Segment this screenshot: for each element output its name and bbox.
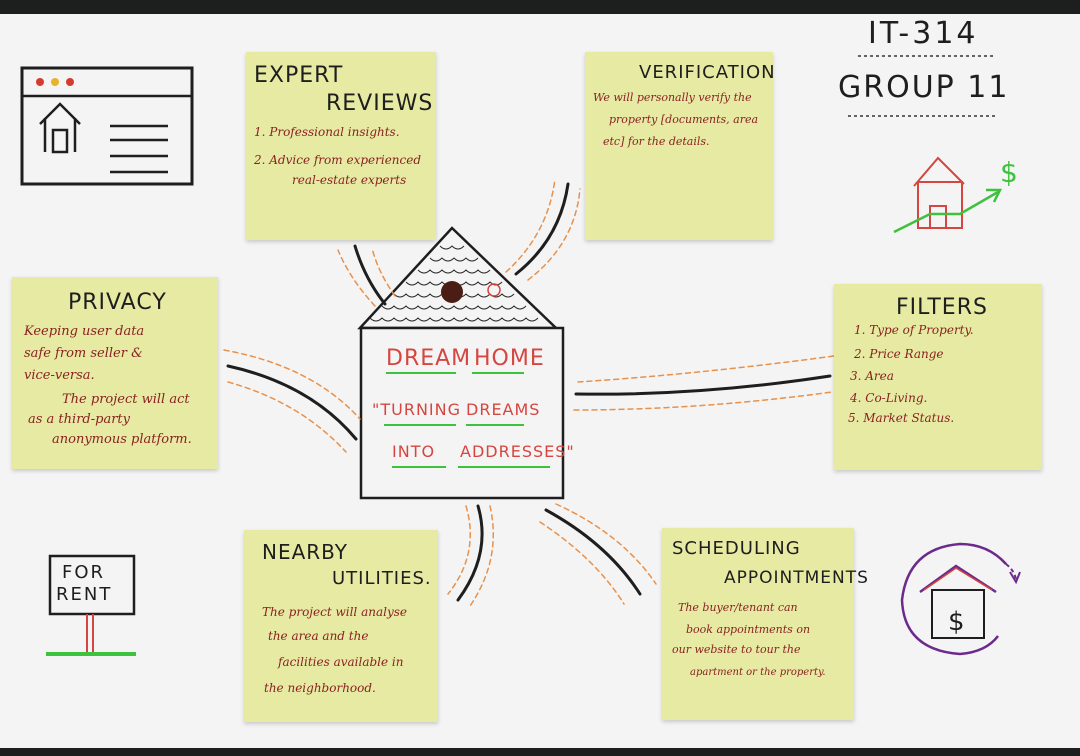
- verification-line: etc] for the details.: [603, 135, 710, 148]
- tagline-line1-b: DREAMS: [466, 400, 541, 419]
- expert-reviews-line: 2. Advice from experienced: [254, 153, 422, 167]
- expert-reviews-title-1: EXPERT: [254, 63, 344, 88]
- scheduling-title-2: APPOINTMENTS: [724, 568, 869, 588]
- expert-reviews-title-2: REVIEWS: [326, 91, 434, 116]
- browser-window-icon: [20, 66, 194, 186]
- scheduling-line: our website to tour the: [672, 643, 801, 656]
- nearby-line: facilities available in: [278, 655, 404, 669]
- house-growth-dollar-icon: $: [893, 156, 1018, 234]
- filters-line: 5. Market Status.: [848, 411, 955, 425]
- note-verification: VERIFICATION We will personally verify t…: [585, 52, 776, 240]
- verification-line: We will personally verify the: [593, 91, 752, 104]
- note-filters: FILTERS 1. Type of Property. 2. Price Ra…: [834, 284, 1042, 470]
- group-label: GROUP 11: [838, 70, 1010, 105]
- header-dash-2: [848, 115, 996, 117]
- privacy-line: The project will act: [62, 392, 190, 407]
- note-scheduling: SCHEDULING APPOINTMENTS The buyer/tenant…: [662, 528, 868, 720]
- svg-text:$: $: [948, 607, 965, 637]
- note-expert-reviews: EXPERT REVIEWS 1. Professional insights.…: [246, 52, 436, 240]
- privacy-line: Keeping user data: [24, 324, 145, 339]
- poster-sheet: IT-314 GROUP 11 $: [0, 14, 1080, 748]
- connector-lines: [223, 178, 835, 607]
- filters-title: FILTERS: [896, 295, 988, 320]
- svg-text:$: $: [1000, 156, 1018, 189]
- privacy-line: safe from seller &: [24, 346, 143, 361]
- scheduling-line: The buyer/tenant can: [678, 601, 798, 614]
- privacy-line: as a third-party: [28, 412, 130, 427]
- privacy-title: PRIVACY: [68, 290, 167, 315]
- note-privacy: PRIVACY Keeping user data safe from sell…: [12, 277, 218, 469]
- house-dollar-cycle-icon: $: [900, 542, 1021, 656]
- nearby-line: The project will analyse: [262, 605, 407, 619]
- tagline-line1-a: "TURNING: [372, 400, 462, 419]
- dream-home-body: [359, 326, 565, 500]
- filters-line: 1. Type of Property.: [854, 323, 974, 337]
- scheduling-title-1: SCHEDULING: [672, 538, 801, 559]
- dream-home-title-word2: HOME: [474, 346, 545, 371]
- privacy-line: vice-versa.: [24, 368, 95, 383]
- dream-home-title-word1: DREAM: [386, 346, 472, 371]
- nearby-title-1: NEARBY: [262, 540, 349, 564]
- nearby-line: the neighborhood.: [264, 681, 376, 695]
- header-dash-1: [858, 55, 996, 57]
- nearby-line: the area and the: [268, 629, 369, 643]
- scheduling-line: book appointments on: [686, 623, 811, 636]
- tagline-line2-b: ADDRESSES": [460, 442, 575, 461]
- tagline-underlines: [384, 372, 550, 468]
- filters-line: 4. Co-Living.: [850, 391, 928, 405]
- filters-line: 3. Area: [850, 369, 894, 383]
- filters-line: 2. Price Range: [854, 347, 944, 361]
- verification-title: VERIFICATION: [639, 62, 776, 83]
- for-rent-line1: FOR: [62, 562, 106, 583]
- course-code: IT-314: [868, 16, 979, 51]
- for-rent-sign-icon: [46, 554, 136, 656]
- tagline-line2-a: INTO: [392, 442, 436, 461]
- verification-line: property [documents, area: [609, 113, 759, 126]
- for-rent-line2: RENT: [56, 584, 113, 605]
- nearby-title-2: UTILITIES.: [332, 568, 432, 589]
- expert-reviews-line: real-estate experts: [292, 173, 407, 187]
- scheduling-line: apartment or the property.: [690, 667, 826, 678]
- note-nearby-utilities: NEARBY UTILITIES. The project will analy…: [244, 530, 438, 722]
- expert-reviews-line: 1. Professional insights.: [254, 125, 400, 139]
- privacy-line: anonymous platform.: [52, 432, 192, 447]
